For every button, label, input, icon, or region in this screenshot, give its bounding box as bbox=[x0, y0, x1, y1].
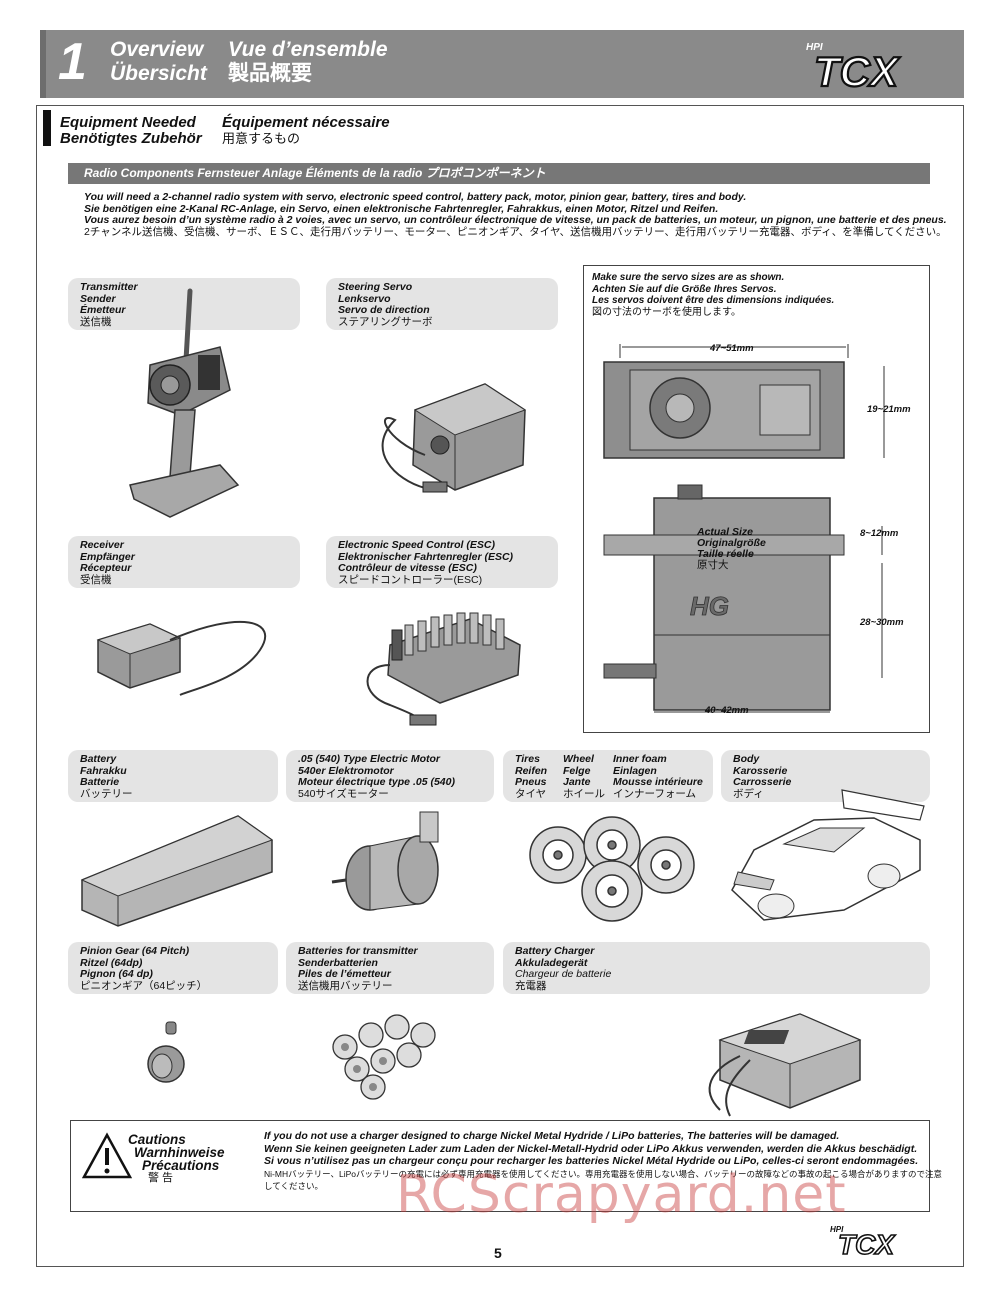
servo-diagram: 47~51mm 19~21mm HG 8~12mm 28~30mm 40~42m… bbox=[603, 343, 911, 716]
steering-servo-image bbox=[381, 383, 527, 493]
section-marker bbox=[43, 110, 51, 146]
page-number: 5 bbox=[494, 1245, 502, 1261]
label-esc: Electronic Speed Control (ESC)Elektronis… bbox=[326, 536, 558, 588]
svg-text:28~30mm: 28~30mm bbox=[859, 617, 904, 628]
equipment-title-fr: Équipement nécessaire bbox=[222, 114, 390, 131]
motor-image bbox=[331, 811, 439, 911]
caution-title: Cautions Warnhinweise Précautions 警 告 bbox=[128, 1132, 225, 1184]
page-frame bbox=[36, 105, 964, 1267]
tcx-logo: HPI TCX bbox=[806, 42, 902, 92]
actual-size-label: Actual Size Originalgröße Taille réelle … bbox=[697, 526, 766, 571]
radio-components-bar: Radio Components Fernsteuer Anlage Éléme… bbox=[68, 163, 930, 184]
svg-text:HPI: HPI bbox=[806, 42, 823, 53]
pinion-image bbox=[147, 1021, 185, 1083]
equipment-title-en: Equipment Needed bbox=[60, 114, 196, 131]
caution-text: If you do not use a charger designed to … bbox=[264, 1130, 943, 1191]
receiver-image bbox=[96, 620, 267, 696]
charger-image bbox=[708, 1013, 862, 1117]
svg-text:TCX: TCX bbox=[838, 1229, 896, 1258]
label-pinion: Pinion Gear (64 Pitch)Ritzel (64dp)Pigno… bbox=[68, 942, 278, 994]
servo-size-note: Make sure the servo sizes are as shown. … bbox=[592, 272, 835, 318]
tires-image bbox=[529, 816, 695, 922]
transmitter-image bbox=[129, 288, 240, 518]
svg-text:8~12mm: 8~12mm bbox=[860, 528, 899, 539]
body-image bbox=[731, 789, 925, 921]
title-en: Overview bbox=[110, 38, 204, 61]
watermark: RCScrapyard.net bbox=[396, 1165, 847, 1225]
svg-text:TCX: TCX bbox=[814, 48, 901, 92]
svg-text:HG: HG bbox=[690, 591, 729, 621]
svg-text:19~21mm: 19~21mm bbox=[867, 404, 911, 415]
svg-text:47~51mm: 47~51mm bbox=[709, 343, 754, 354]
title-fr: Vue d’ensemble bbox=[228, 38, 388, 61]
intro-text: You will need a 2-channel radio system w… bbox=[84, 191, 947, 238]
title-de: Übersicht bbox=[110, 62, 207, 85]
svg-text:HPI: HPI bbox=[830, 1225, 844, 1234]
esc-image bbox=[366, 612, 521, 726]
svg-text:40~42mm: 40~42mm bbox=[704, 705, 749, 716]
footer-tcx-logo: HPI TCX bbox=[830, 1225, 897, 1258]
warning-icon bbox=[82, 1132, 132, 1179]
caution-box bbox=[70, 1120, 930, 1212]
section-number: 1 bbox=[58, 33, 87, 91]
title-jp: 製品概要 bbox=[228, 62, 312, 85]
equipment-title-de: Benötigtes Zubehör bbox=[60, 130, 202, 147]
tx-batteries-image bbox=[332, 1014, 436, 1100]
equipment-title-jp: 用意するもの bbox=[222, 131, 301, 146]
battery-image bbox=[80, 815, 274, 927]
header-bar bbox=[40, 30, 964, 98]
